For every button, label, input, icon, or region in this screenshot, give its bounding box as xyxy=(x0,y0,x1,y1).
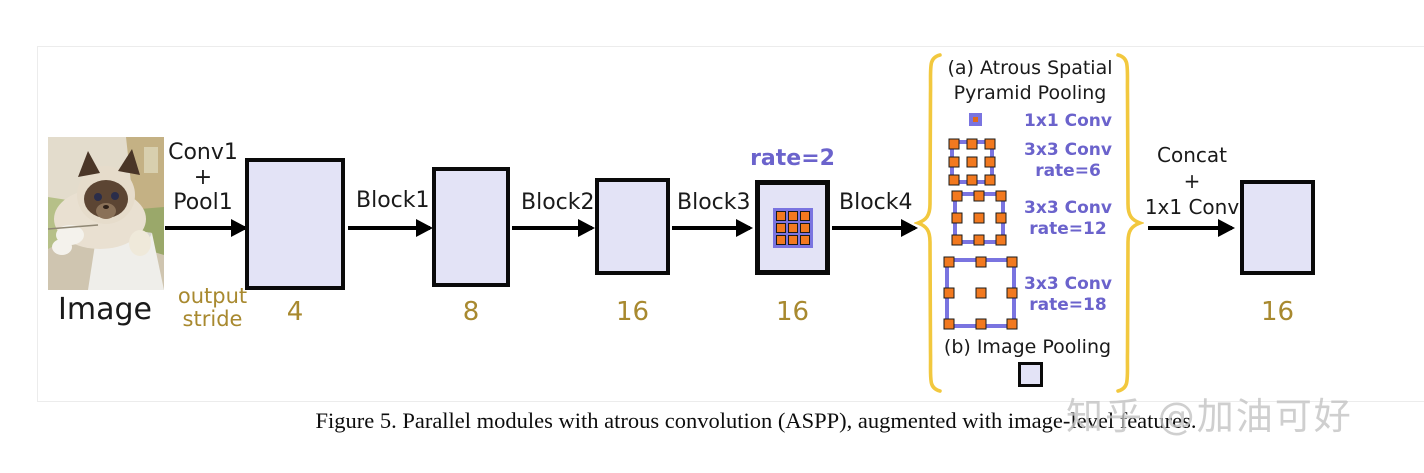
image-label: Image xyxy=(58,292,152,327)
arrow-block4 xyxy=(832,219,918,237)
image-pooling-label: (b) Image Pooling xyxy=(943,336,1112,358)
output-stride-label: output stride xyxy=(177,284,248,331)
arrow-concat xyxy=(1148,219,1235,237)
feature-block-stride16 xyxy=(595,178,670,275)
block2-label: Block2 xyxy=(521,190,595,215)
concat-label: Concat + 1x1 Conv xyxy=(1144,143,1240,219)
rate2-label: rate=2 xyxy=(750,146,835,171)
conv3x3-rate12-label: 3x3 Conv rate=12 xyxy=(1024,198,1112,239)
conv1-pool1-label: Conv1 + Pool1 xyxy=(168,140,238,215)
image-pooling-box xyxy=(1018,362,1043,387)
figure-caption: Figure 5. Parallel modules with atrous c… xyxy=(315,408,1197,433)
block4-label: Block4 xyxy=(839,190,913,215)
conv3x3-rate18-kernel-icon xyxy=(943,256,1018,330)
watermark: 知乎 @加油可好 xyxy=(1066,395,1353,438)
conv3x3-rate6-kernel-icon xyxy=(948,138,996,186)
atrous-kernel-icon xyxy=(773,208,813,248)
stride-4: 4 xyxy=(286,297,304,327)
left-brace xyxy=(914,53,942,393)
arrow-block2 xyxy=(512,219,595,237)
conv3x3-rate12-kernel-icon xyxy=(951,190,1007,246)
output-feature-block xyxy=(1240,180,1315,275)
stride-16: 16 xyxy=(615,297,650,327)
feature-block-stride8 xyxy=(432,167,510,287)
arrow-block1 xyxy=(348,219,433,237)
arrow-block3 xyxy=(672,219,753,237)
stride-16b: 16 xyxy=(775,297,810,327)
conv1x1-kernel-icon xyxy=(969,113,982,126)
conv1x1-label: 1x1 Conv xyxy=(1024,111,1112,131)
block1-label: Block1 xyxy=(356,188,430,213)
block3-label: Block3 xyxy=(677,190,751,215)
conv3x3-rate18-label: 3x3 Conv rate=18 xyxy=(1024,274,1112,315)
arrow-conv1 xyxy=(165,219,248,237)
output-stride-16: 16 xyxy=(1260,297,1295,327)
aspp-title: (a) Atrous Spatial Pyramid Pooling xyxy=(947,57,1113,104)
conv3x3-rate6-label: 3x3 Conv rate=6 xyxy=(1024,140,1112,181)
stride-8: 8 xyxy=(462,297,480,327)
input-cat-image xyxy=(48,137,164,290)
right-brace xyxy=(1116,53,1144,393)
feature-block-stride4 xyxy=(245,158,345,290)
